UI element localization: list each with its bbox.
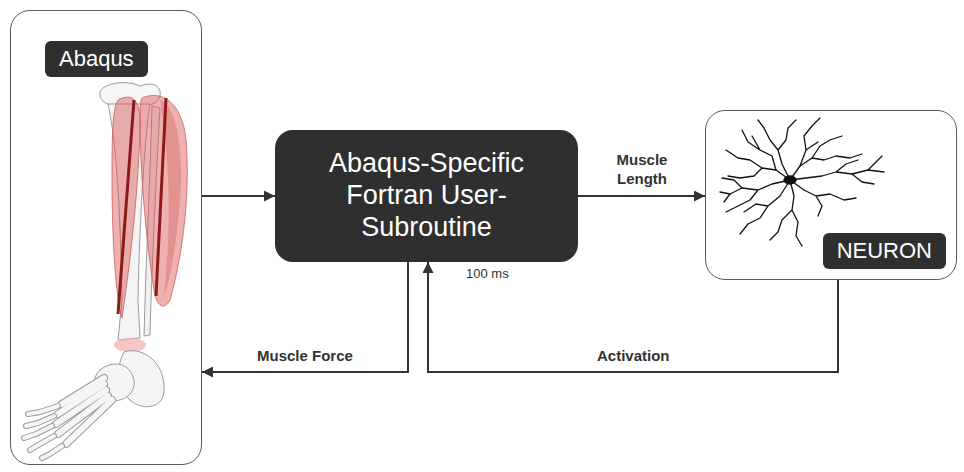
timing-note: 100 ms [466,266,509,281]
leg-illustration [24,83,187,458]
metatarsal-fill [56,378,112,444]
dendrite [790,160,884,180]
dendrite [722,178,742,202]
software-panel: NEURON [705,110,957,280]
dendrite [852,156,882,184]
panel-label: NEURON [823,233,946,269]
process-box: Abaqus-Specific Fortran User-Subroutine [275,130,578,262]
dendrite [770,180,802,246]
dendrite [758,120,796,180]
box-text: Abaqus-Specific Fortran User-Subroutine [309,148,545,244]
muscle-line [118,100,134,314]
ankle-joint [114,338,146,352]
dendrite [742,130,776,170]
dendrite [726,150,790,180]
anterior-muscle [112,97,140,318]
arrow-connector [202,262,408,372]
edge-label: Muscle Length [603,151,681,189]
dendrite [790,180,856,216]
arrow-connector [428,262,838,372]
neuron-illustration [720,118,884,246]
metatarsal-outline [56,378,112,444]
toe-outline [24,406,62,458]
arrow-connector [578,195,705,197]
dendrite [740,180,790,234]
arrow-connector [202,195,275,197]
muscle-line [156,98,166,296]
dendrite [800,118,820,166]
posterior-muscle [140,95,187,306]
toe-fill [24,406,62,458]
edge-label: Activation [594,347,673,366]
metatarsal-bones [24,378,112,458]
software-panel: Abaqus [10,10,202,465]
edge-label: Muscle Force [254,347,356,366]
panel-label: Abaqus [45,41,148,77]
